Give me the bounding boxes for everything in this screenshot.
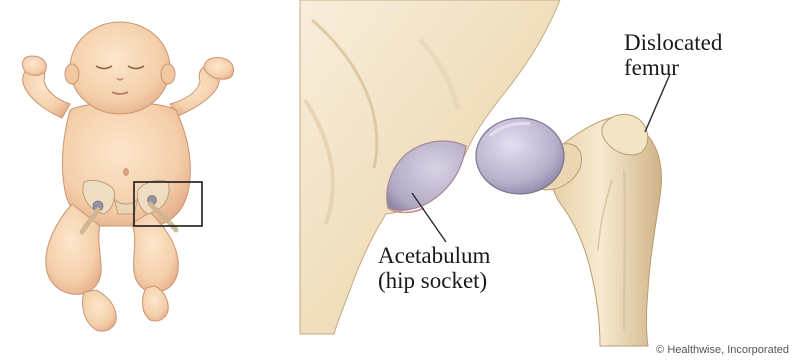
dislocated-femur-label: Dislocated femur <box>624 30 722 80</box>
baby-left-hand <box>22 56 46 75</box>
dislocated-femur-label-line1: Dislocated <box>624 30 722 55</box>
copyright-credit: © Healthwise, Incorporated <box>656 344 789 356</box>
femoral-head <box>476 118 564 194</box>
acetabulum-label-line1: Acetabulum <box>378 243 490 268</box>
acetabulum-label: Acetabulum (hip socket) <box>378 243 490 293</box>
femur-leader-line <box>645 74 670 132</box>
baby-left-foot <box>83 290 117 331</box>
baby-head <box>70 22 170 114</box>
acetabulum-label-line2: (hip socket) <box>378 268 490 293</box>
hip-joint-closeup <box>300 0 662 346</box>
baby-illustration-icon <box>22 22 233 331</box>
baby-right-foot <box>143 286 169 321</box>
dislocated-femur-label-line2: femur <box>624 55 722 80</box>
